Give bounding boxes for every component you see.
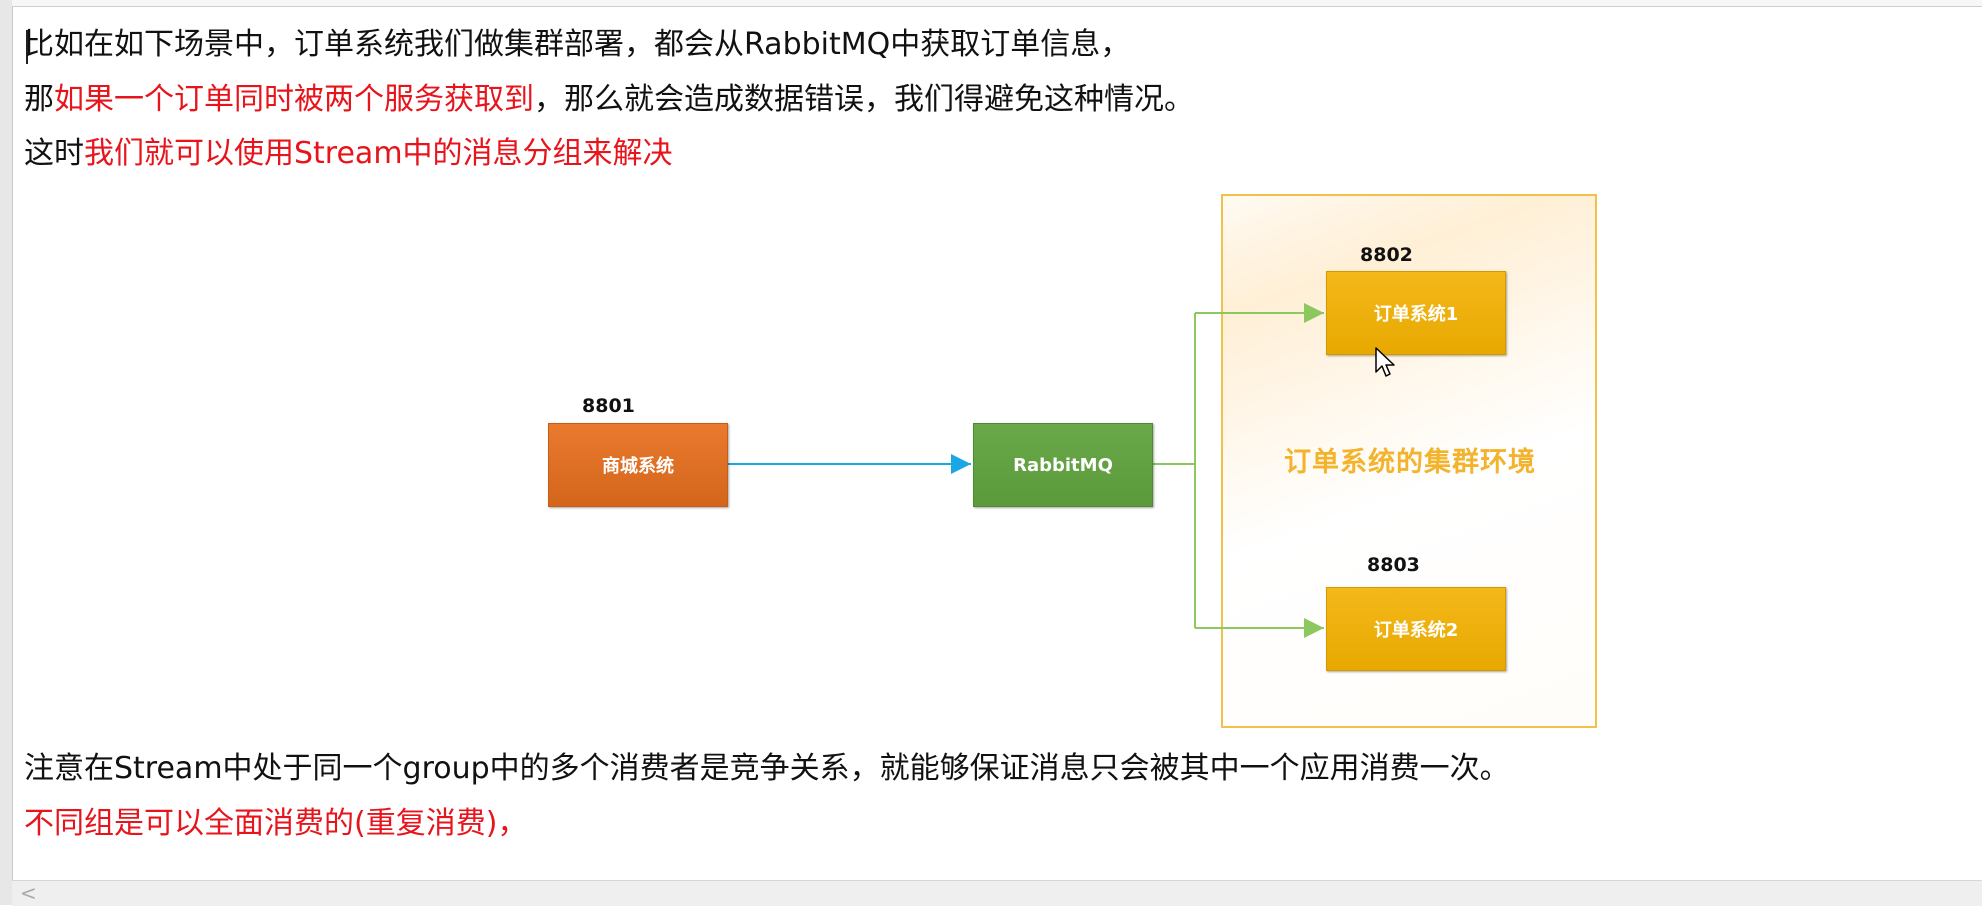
order2-port-label: 8803 xyxy=(1367,554,1420,576)
message-group-diagram: 订单系统的集群环境 8801 商城系统 RabbitMQ 8802 订单系统1 … xyxy=(540,188,1600,738)
top-border xyxy=(12,0,1982,7)
diagram-connectors xyxy=(726,303,1324,638)
order-system-2-label: 订单系统2 xyxy=(1373,620,1459,641)
line-4-text: 注意在Stream中处于同一个group中的多个消费者是竞争关系，就能够保证消息… xyxy=(24,751,1510,786)
paragraph-line-5: 不同组是可以全面消费的(重复消费)， xyxy=(24,804,527,844)
mall-system-label: 商城系统 xyxy=(602,456,674,477)
text-caret xyxy=(26,30,28,64)
line-3-highlight: 我们就可以使用Stream中的消息分组来解决 xyxy=(84,136,673,171)
horizontal-scrollbar[interactable]: < xyxy=(12,880,1982,906)
mall-system-node: 商城系统 xyxy=(548,423,728,507)
paragraph-line-4: 注意在Stream中处于同一个group中的多个消费者是竞争关系，就能够保证消息… xyxy=(24,749,1510,789)
cluster-label: 订单系统的集群环境 xyxy=(1284,447,1536,478)
scroll-left-icon[interactable]: < xyxy=(20,881,37,905)
left-margin-gutter xyxy=(0,0,13,905)
line-2-suffix: ，那么就会造成数据错误，我们得避免这种情况。 xyxy=(534,82,1194,117)
line-1-text: 比如在如下场景中，订单系统我们做集群部署，都会从RabbitMQ中获取订单信息， xyxy=(24,27,1131,62)
line-2-prefix: 那 xyxy=(24,82,54,117)
mq-to-cluster-connector xyxy=(1151,313,1196,465)
mouse-pointer-icon xyxy=(1375,347,1395,377)
order-system-1-node: 订单系统1 xyxy=(1326,271,1506,355)
paragraph-line-2: 那如果一个订单同时被两个服务获取到，那么就会造成数据错误，我们得避免这种情况。 xyxy=(24,80,1194,120)
line-2-highlight: 如果一个订单同时被两个服务获取到 xyxy=(54,82,534,117)
rabbitmq-label: RabbitMQ xyxy=(1013,454,1113,476)
line-5-highlight: 不同组是可以全面消费的(重复消费)， xyxy=(24,806,528,841)
line-3-prefix: 这时 xyxy=(24,136,84,171)
paragraph-line-3: 这时我们就可以使用Stream中的消息分组来解决 xyxy=(24,134,673,174)
paragraph-line-1: 比如在如下场景中，订单系统我们做集群部署，都会从RabbitMQ中获取订单信息， xyxy=(24,25,1130,65)
order-system-1-label: 订单系统1 xyxy=(1373,304,1459,325)
mall-port-label: 8801 xyxy=(582,395,635,417)
order1-port-label: 8802 xyxy=(1360,244,1413,266)
rabbitmq-node: RabbitMQ xyxy=(973,423,1153,507)
order-system-2-node: 订单系统2 xyxy=(1326,587,1506,671)
